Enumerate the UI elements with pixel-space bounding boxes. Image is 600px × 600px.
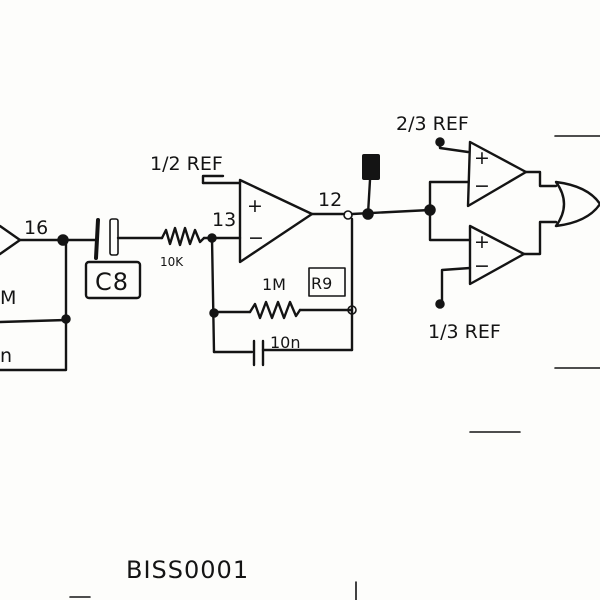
- sheet-marks: [69, 135, 600, 600]
- or-gate: [554, 180, 600, 228]
- resistor-10k: [160, 226, 217, 247]
- opamp-main-minus: −: [248, 227, 264, 249]
- left-resistor-label: M: [0, 287, 16, 309]
- opamp-main-plus: +: [247, 195, 263, 217]
- comparator-lower-minus: −: [474, 255, 490, 277]
- c8-label: C8: [95, 268, 129, 296]
- opamp-main: [201, 174, 353, 264]
- r9-box: [308, 267, 346, 297]
- output-node: [350, 154, 436, 220]
- junction-12: [343, 210, 353, 220]
- junction-left-feedback: [61, 314, 71, 324]
- r-10k-label: 10K: [160, 255, 184, 269]
- comparator-upper-minus: −: [474, 175, 490, 197]
- ref-two-thirds-label: 2/3 REF: [396, 113, 469, 135]
- node-13-label: 13: [212, 209, 236, 231]
- ref-two-thirds-node: [435, 137, 445, 147]
- ref-one-third-label: 1/3 REF: [428, 321, 501, 343]
- junction-r9-left: [209, 308, 219, 318]
- comparator-upper: [428, 137, 558, 212]
- feedback-network: [209, 217, 357, 367]
- test-point: [362, 154, 380, 180]
- left-amplifier-fragment: [0, 224, 71, 372]
- comparator-upper-plus: +: [474, 147, 490, 169]
- c8-box: [84, 260, 142, 300]
- cap-10n-label: 10n: [270, 333, 301, 352]
- part-number-label: BISS0001: [126, 556, 249, 584]
- r9-value-label: 1M: [262, 275, 286, 294]
- ref-half-label: 1/2 REF: [150, 153, 223, 175]
- junction-r9-right: [347, 305, 357, 315]
- capacitor-c8: [64, 218, 164, 260]
- node-16-label: 16: [24, 217, 48, 239]
- left-cap-label: n: [0, 345, 12, 367]
- comparator-lower-plus: +: [474, 231, 490, 253]
- comparator-lower: [428, 208, 558, 309]
- r9-label: R9: [311, 274, 332, 293]
- node-12-label: 12: [318, 189, 342, 211]
- ref-one-third-node: [435, 299, 445, 309]
